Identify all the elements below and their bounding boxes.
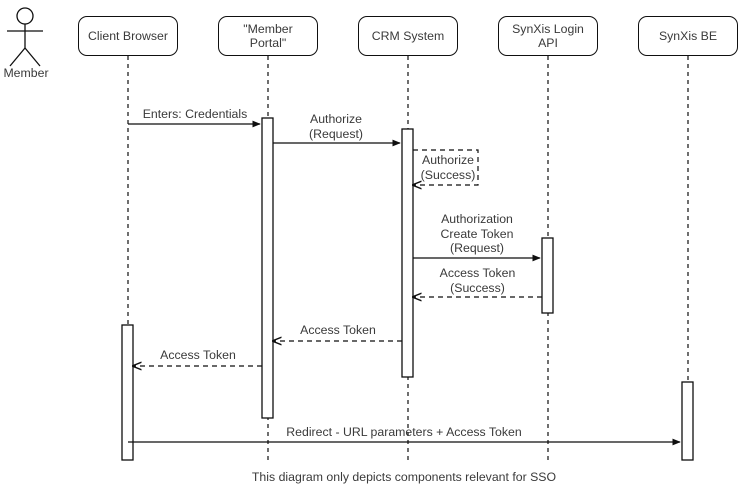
msg-enters-credentials-label: Enters: Credentials	[142, 107, 248, 121]
diagram-footnote: This diagram only depicts components rel…	[251, 470, 557, 484]
msg-authorize-success-label: Authorize (Success)	[420, 153, 476, 182]
msg-access-token-crm-to-portal-label: Access Token	[300, 323, 376, 337]
actor-member-figure	[7, 7, 43, 67]
message-arrows	[128, 120, 681, 446]
participant-member-portal[interactable]: "Member Portal"	[218, 16, 318, 56]
msg-authorize-request-label: Authorize (Request)	[309, 112, 363, 141]
activation-client-browser	[121, 324, 134, 461]
msg-authorize-success	[413, 149, 479, 185]
participant-synxis-be[interactable]: SynXis BE	[638, 16, 738, 56]
actor-member-label: Member	[3, 66, 49, 80]
participant-crm-system[interactable]: CRM System	[358, 16, 458, 56]
activation-synxis-be	[681, 381, 694, 461]
activation-member-portal	[261, 117, 274, 419]
msg-access-token-success-label: Access Token (Success)	[439, 266, 516, 295]
activation-synxis-login-api	[541, 237, 554, 314]
activation-bars	[121, 117, 694, 461]
msg-access-token-portal-to-browser-label: Access Token	[160, 348, 236, 362]
participant-synxis-login-api[interactable]: SynXis Login API	[498, 16, 598, 56]
msg-authorization-create-token-request-label: Authorization Create Token (Request)	[440, 212, 514, 255]
participant-client-browser[interactable]: Client Browser	[78, 16, 178, 56]
activation-crm-system	[401, 128, 414, 378]
msg-redirect-url-parameters-label: Redirect - URL parameters + Access Token	[286, 425, 522, 439]
